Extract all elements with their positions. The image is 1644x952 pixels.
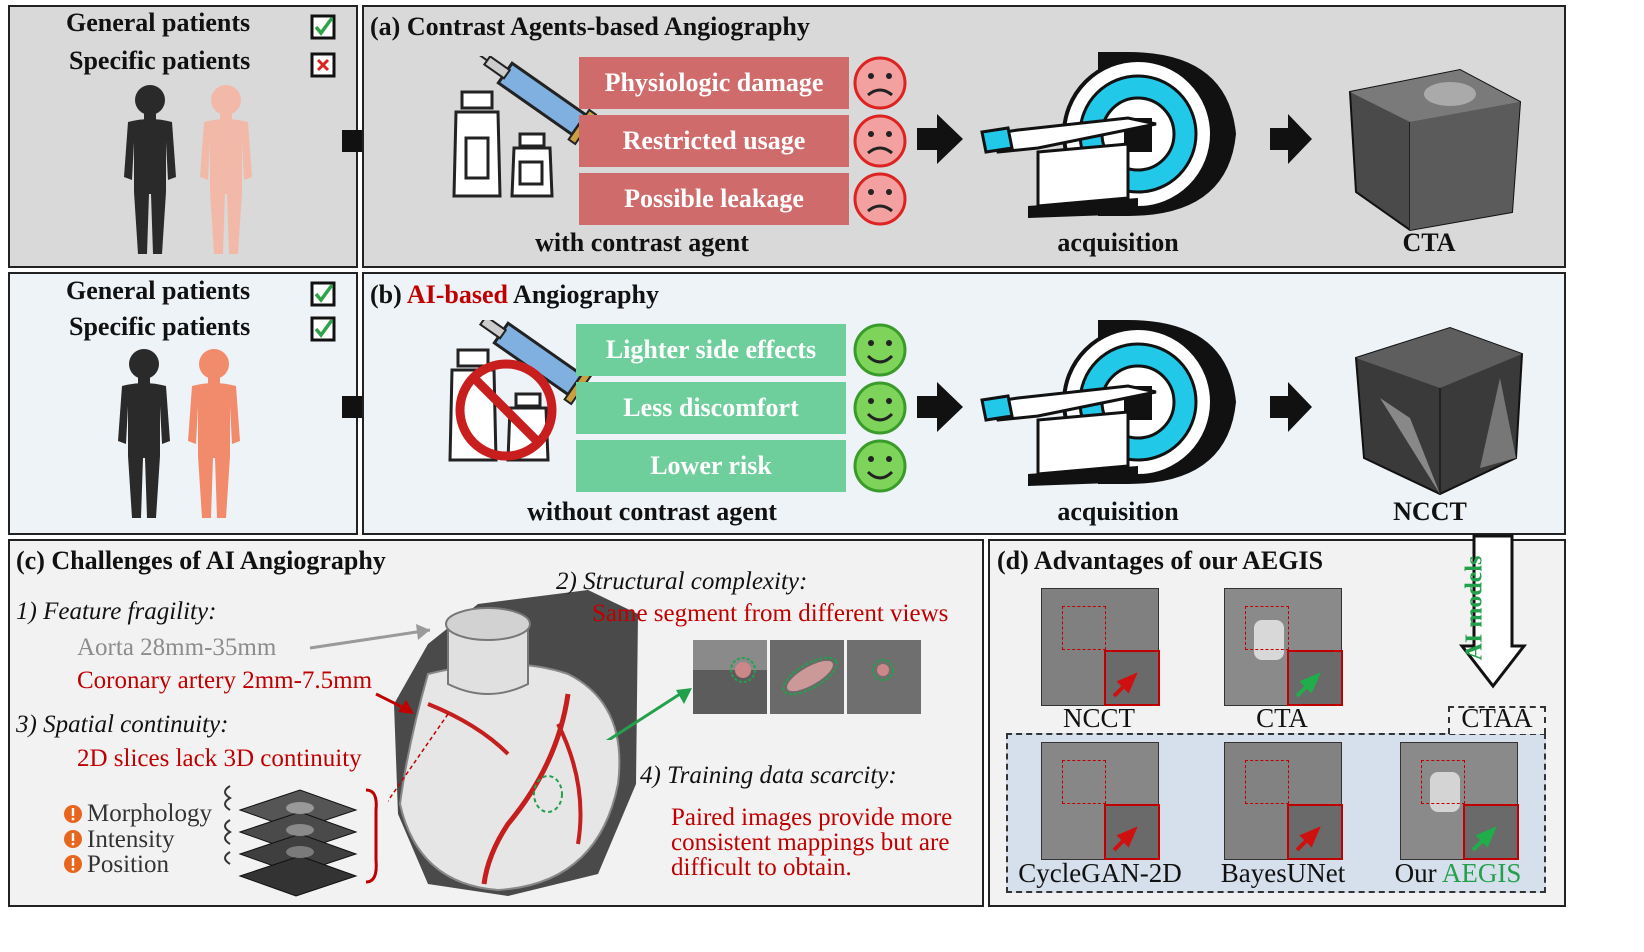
red-arrow-icon (1295, 826, 1321, 852)
label-aegis-name: AEGIS (1441, 858, 1522, 888)
roi-box (1062, 760, 1106, 804)
happy-face-icon (853, 323, 907, 377)
ncct-volume-cube (1354, 326, 1524, 496)
dark-person-figure (118, 349, 170, 518)
happy-face-icon (853, 381, 907, 435)
cta-aorta (1254, 620, 1284, 660)
dark-person-figure (124, 85, 176, 254)
ctaa-tab-border (1448, 706, 1546, 734)
ct-slice-stack (224, 785, 378, 897)
ct-scanner-icon (980, 52, 1236, 218)
label-bayesunet: BayesUNet (1220, 858, 1346, 888)
specific-patients-label-b: Specific patients (69, 312, 251, 341)
patients-panel-b (8, 272, 358, 535)
label-cyclegan: CycleGAN-2D (1018, 858, 1182, 888)
coronary-size-text: Coronary artery 2mm-7.5mm (77, 667, 373, 694)
aegis-aorta (1430, 772, 1460, 812)
heart-3d-model (388, 590, 638, 896)
warning-icon (64, 855, 82, 873)
roi-box (1245, 760, 1289, 804)
warning-icon (64, 830, 82, 848)
spatial-continuity-label: 3) Spatial continuity: (16, 711, 229, 738)
roi-box (1062, 606, 1106, 650)
paired-images-line-1: Paired images provide more (671, 804, 953, 831)
label-our-aegis: Our AEGIS (1384, 858, 1532, 889)
check-icon (310, 316, 336, 342)
issue-possible-leakage: Possible leakage (579, 173, 849, 225)
no-contrast-agent-icon (448, 320, 594, 462)
red-arrow-icon (1112, 672, 1138, 698)
issue-physiologic-damage: Physiologic damage (579, 57, 849, 109)
caption-acquisition-b: acquisition (1057, 497, 1179, 526)
arrow-right-icon (917, 382, 963, 432)
specific-patients-label-a: Specific patients (69, 46, 251, 75)
arrow-right-icon (1270, 114, 1312, 164)
patients-panel-a (8, 5, 358, 268)
attribute-position: Position (87, 851, 169, 878)
cta-volume-cube (1348, 68, 1522, 232)
check-icon (310, 281, 336, 307)
sad-face-icon (853, 114, 907, 168)
benefit-lighter-side-effects: Lighter side effects (576, 324, 846, 376)
panel-a-title: (a) Contrast Agents-based Angiography (370, 12, 810, 41)
ai-models-arrow (1458, 534, 1528, 689)
roi-box (1421, 760, 1465, 804)
training-scarcity-label: 4) Training data scarcity: (640, 762, 897, 789)
panel-b-title-prefix: (b) (370, 280, 407, 309)
sad-face-icon (853, 56, 907, 110)
label-cta: CTA (1256, 703, 1308, 733)
arrow-right-icon (1270, 382, 1312, 432)
issue-restricted-usage: Restricted usage (579, 115, 849, 167)
general-patients-label-a: General patients (66, 8, 251, 37)
zoom-inset (1287, 650, 1343, 706)
paired-images-line-2: consistent mappings but are (671, 829, 950, 856)
view-thumbnail-1 (693, 640, 767, 714)
panel-b-title-highlight: AI-based (406, 280, 508, 309)
orange-person-figure (188, 349, 240, 518)
slices-note-text: 2D slices lack 3D continuity (77, 745, 362, 772)
caption-with-contrast-agent: with contrast agent (535, 228, 749, 257)
caption-cta: CTA (1402, 228, 1456, 257)
structural-complexity-label: 2) Structural complexity: (556, 568, 808, 595)
view-thumbnail-2 (770, 640, 844, 714)
zoom-inset (1104, 650, 1160, 706)
arrow-right-icon (917, 114, 963, 164)
green-arrow-icon (1471, 826, 1497, 852)
sad-face-icon (853, 172, 907, 226)
pale-person-figure (200, 85, 252, 254)
ai-models-label: AI models (1461, 555, 1488, 661)
feature-fragility-label: 1) Feature fragility: (16, 598, 217, 625)
roi-box (1245, 606, 1289, 650)
same-segment-text: Same segment from different views (592, 600, 949, 627)
benefit-lower-risk: Lower risk (576, 440, 846, 492)
panel-c-title: (c) Challenges of AI Angiography (16, 546, 386, 575)
panel-b-title-suffix: Angiography (507, 280, 659, 309)
attribute-intensity: Intensity (87, 826, 175, 853)
aorta-size-text: Aorta 28mm-35mm (77, 634, 277, 661)
label-our-prefix: Our (1394, 858, 1442, 888)
cross-icon (310, 52, 336, 78)
caption-acquisition-a: acquisition (1057, 228, 1179, 257)
view-thumbnail-3 (847, 640, 921, 714)
caption-ncct: NCCT (1393, 497, 1467, 526)
caption-without-contrast-agent: without contrast agent (527, 497, 777, 526)
label-ncct: NCCT (1062, 703, 1135, 733)
attribute-morphology: Morphology (87, 800, 212, 827)
benefit-less-discomfort: Less discomfort (576, 382, 846, 434)
general-patients-label-b: General patients (66, 276, 251, 305)
happy-face-icon (853, 439, 907, 493)
label-ctaa: CTAA (1461, 703, 1533, 733)
panel-d-title: (d) Advantages of our AEGIS (997, 546, 1324, 575)
check-icon (310, 14, 336, 40)
pointer-arrows (309, 624, 692, 740)
ct-scanner-icon (980, 320, 1236, 486)
red-arrow-icon (1112, 826, 1138, 852)
warning-icon (64, 805, 82, 823)
green-arrow-icon (1295, 672, 1321, 698)
panel-b-title: (b) AI-based Angiography (370, 280, 659, 310)
paired-images-line-3: difficult to obtain. (671, 854, 852, 881)
